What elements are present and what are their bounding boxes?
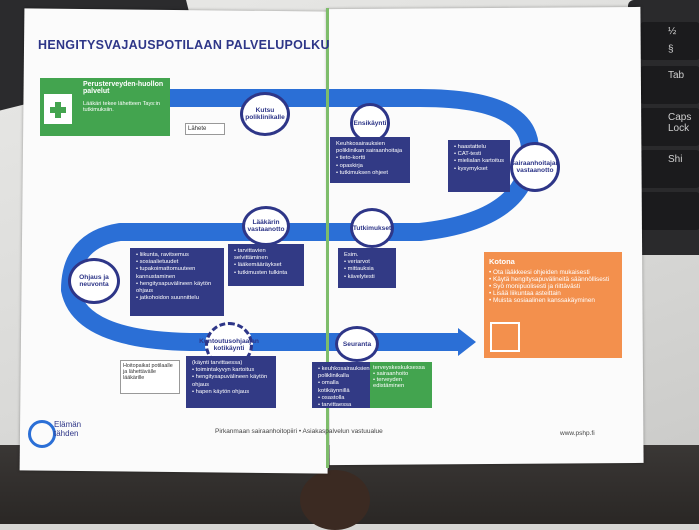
step-laakarin: Lääkärin vastaanotto [242, 206, 290, 246]
booklet-title: HENGITYSVAJAUSPOTILAAN PALVELUPOLKU [38, 38, 330, 52]
start-box: Perusterveyden-huollon palvelut Lääkäri … [40, 78, 170, 136]
tutkimukset-box: Esim.• veriarvot • mittauksia• kävelytes… [338, 248, 396, 288]
logo-icon [28, 420, 56, 448]
keyboard-key: ½ [640, 22, 699, 60]
hoitopaikka-note: Hoitopaikat potilaalle ja lähettävälle l… [120, 360, 180, 394]
shoe [300, 470, 370, 530]
step-ohjaus: Ohjaus ja neuvonta [68, 258, 120, 304]
keyboard-key: Shi [640, 150, 699, 188]
laakarin-box: • tarvittavien selvittäminen• lääkemäärä… [228, 244, 304, 286]
referral-tag: Lähete [185, 123, 225, 135]
kuntoutus-box: (käynti tarvittaessa)• toimintakyvyn kar… [186, 356, 276, 408]
step-sairaanhoitajan: Sairaanhoitajan vastaanotto [510, 142, 560, 192]
booklet-spine [326, 8, 329, 468]
ensi-box: Keuhkosairauksien poliklinikan sairaanho… [330, 137, 410, 183]
keyboard-key [640, 192, 699, 230]
start-label: Perusterveyden-huollon palvelut [83, 81, 164, 95]
pathway-route [61, 89, 539, 351]
sairaanhoitajan-box: • haastattelu• CAT-testi • mielialan kar… [448, 140, 510, 192]
step-kutsu: Kutsu poliklinikalle [240, 92, 290, 136]
step-seuranta: Seuranta [335, 326, 379, 362]
keyboard: ½ § Tab Caps Lock Shi [628, 0, 699, 255]
step-tutkimukset: Tutkimukset [350, 208, 394, 248]
step-ensi: Ensikäynti [350, 103, 390, 143]
start-subtext: Lääkäri tekee lähetteen Tays:in tutkimuk… [83, 101, 161, 113]
kotona-label: Kotona [489, 257, 515, 266]
keyboard-key: Tab [640, 66, 699, 104]
home-icon [490, 322, 520, 352]
ohjaus-box: • liikunta, ravitsemus• sosiaalietuudet … [130, 248, 224, 316]
keyboard-key: § [668, 44, 674, 55]
footer-center: Pirkanmaan sairaanhoitopiiri • Asiakaspa… [215, 428, 383, 435]
logo-text: Elämän tähden [54, 420, 82, 438]
seuranta-box-a: • keuhkosairauksien poliklinikalla• omal… [312, 362, 374, 408]
pathway-arrowhead [458, 328, 476, 356]
seuranta-box-b: terveyskeskuksessa• sairaanhoito • terve… [370, 362, 432, 408]
clinic-icon [44, 94, 72, 124]
kotona-box: Kotona • Ota lääkkeesi ohjeiden mukaises… [484, 252, 622, 358]
footer-url: www.pshp.fi [560, 430, 595, 437]
keyboard-key: Caps Lock [640, 108, 699, 146]
